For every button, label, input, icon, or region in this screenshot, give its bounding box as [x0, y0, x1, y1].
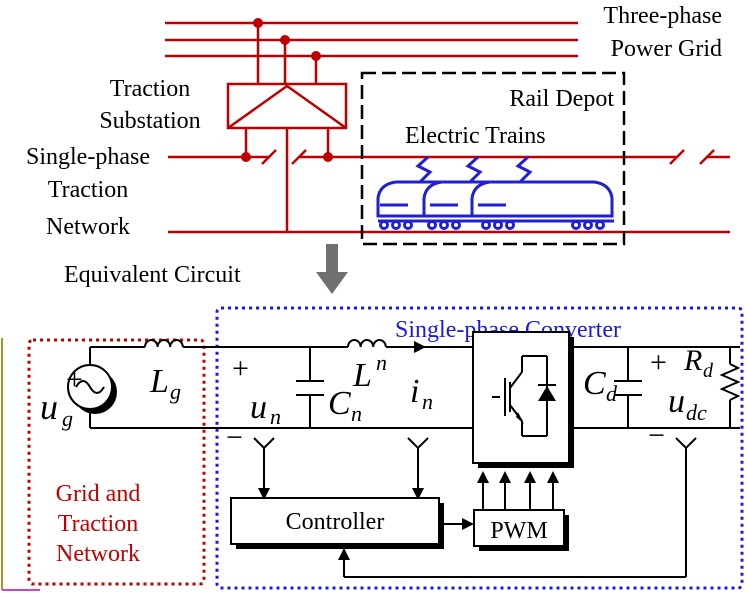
network-label-line1: Single-phase: [26, 144, 150, 170]
ac-source-icon: [67, 364, 117, 414]
converter-bridge-icon: [472, 331, 574, 468]
pwm-block: [473, 509, 569, 551]
udc-minus-sign: −: [648, 419, 665, 452]
three-phase-grid: [165, 21, 578, 58]
rd-subscript: d: [703, 360, 714, 382]
current-arrow-icon: [414, 341, 426, 353]
ug-subscript: g: [62, 406, 73, 431]
grid-box-label-line1: Grid and: [56, 481, 141, 507]
udc-plus-sign: +: [650, 346, 667, 379]
rail-depot-label: Rail Depot: [509, 86, 614, 112]
power-grid-label-line2: Power Grid: [611, 36, 722, 62]
rd-label: R: [683, 344, 702, 377]
current-sensor-in-icon: [407, 437, 429, 490]
cd-subscript: d: [606, 381, 618, 406]
substation-taps: [256, 23, 318, 84]
un-signal-arrow: [258, 488, 270, 500]
controller-label: Controller: [286, 509, 385, 535]
cn-subscript: n: [351, 401, 362, 426]
inductor-lg-icon: [144, 339, 184, 348]
tap-dots: [253, 18, 321, 61]
cn-label: C: [328, 385, 351, 422]
traction-network-lines: [168, 149, 730, 234]
lg-label: L: [149, 363, 169, 400]
udc-feedback-arrow: [338, 548, 350, 560]
grid-box-label-line3: Network: [56, 541, 140, 567]
ln-subscript: n: [376, 350, 387, 375]
equivalent-circuit-label: Equivalent Circuit: [64, 262, 241, 288]
substation-outputs: [244, 128, 330, 232]
converter-box: [215, 306, 744, 590]
traction-substation-transformer: [226, 82, 348, 130]
in-subscript: n: [422, 389, 433, 414]
cd-label: C: [583, 365, 606, 402]
electric-trains-icon: [376, 155, 614, 230]
in-signal-arrow: [412, 488, 424, 500]
substation-label-line2: Substation: [99, 108, 200, 134]
electric-trains-label: Electric Trains: [405, 123, 546, 149]
equivalent-circuit-arrow: [316, 244, 348, 294]
ln-label: L: [352, 357, 372, 394]
grid-box-label-line2: Traction: [58, 511, 138, 537]
power-grid-label-line1: Three-phase: [603, 3, 722, 29]
network-label-line3: Network: [46, 214, 130, 240]
ug-label: u: [40, 387, 58, 427]
udc-label: u: [668, 383, 685, 420]
gate-signals: [482, 481, 554, 510]
controller-pwm-arrow: [462, 518, 474, 530]
in-label: i: [410, 373, 419, 410]
network-label-line2: Traction: [48, 177, 128, 203]
udc-subscript: dc: [686, 400, 707, 425]
un-subscript: n: [270, 404, 281, 429]
ug-plus-sign: +: [66, 363, 83, 396]
inductor-ln-icon: [347, 339, 387, 348]
un-plus-sign: +: [232, 352, 249, 385]
un-label: u: [250, 389, 267, 426]
controller-block: [230, 497, 444, 549]
circuit-wires: [89, 346, 741, 429]
voltage-sensor-udc-icon: [343, 437, 697, 578]
pwm-label: PWM: [490, 518, 547, 544]
un-minus-sign: −: [226, 421, 243, 454]
gate-signal-arrows: [477, 471, 559, 483]
voltage-sensor-un-icon: [253, 437, 275, 490]
rail-depot-box: [360, 71, 626, 246]
substation-label-line1: Traction: [110, 76, 190, 102]
lg-subscript: g: [170, 379, 181, 404]
grid-network-box: [27, 338, 206, 586]
